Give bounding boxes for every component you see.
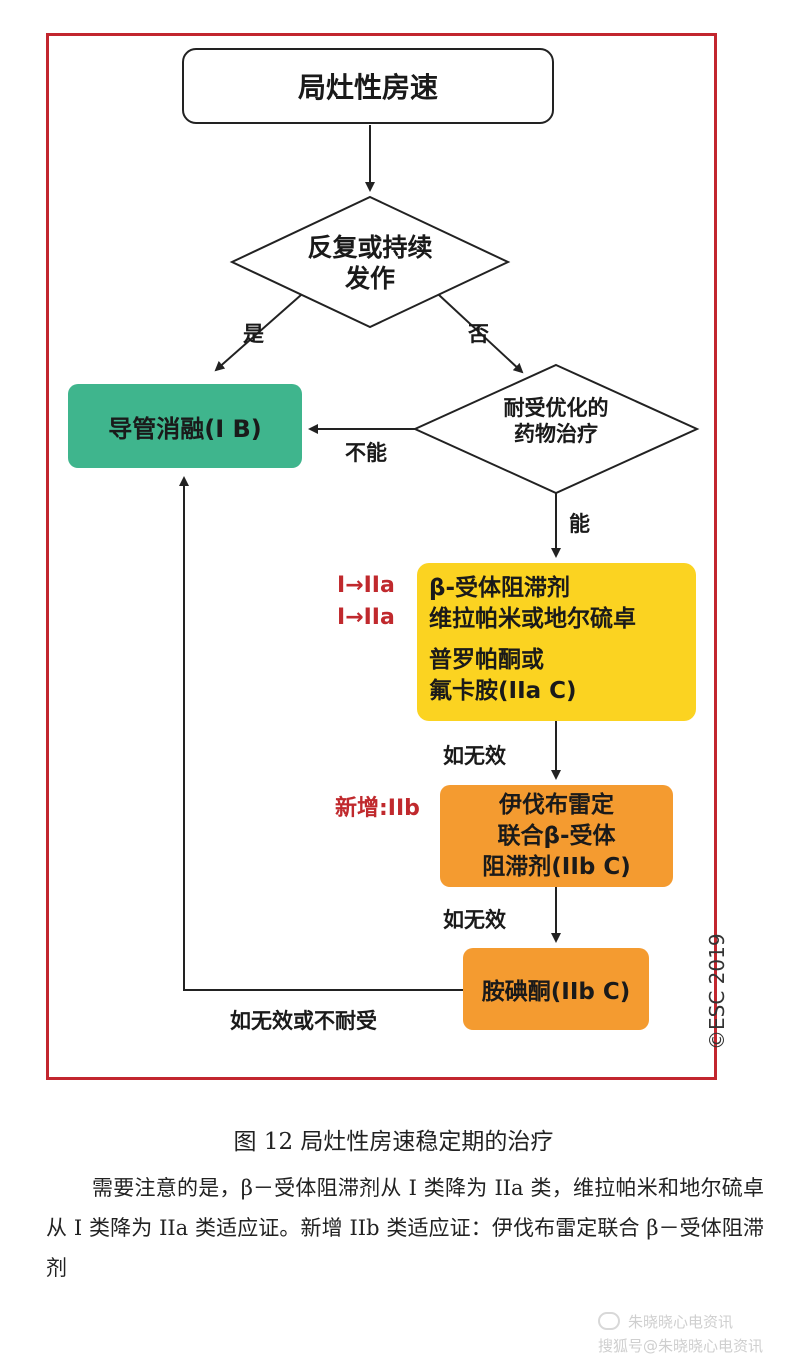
drug-line-beta-blocker: β-受体阻滞剂 — [429, 575, 571, 601]
figure-note: 需要注意的是，β－受体阻滞剂从 I 类降为 IIa 类，维拉帕米和地尔硫卓从 I… — [46, 1176, 764, 1280]
ivabradine-node: 伊伐布雷定 联合β-受体 阻滞剂(IIb C) — [440, 785, 673, 887]
label-if-ineffective-2: 如无效 — [443, 908, 506, 932]
label-can: 能 — [569, 512, 590, 536]
new-class-label: 新增:IIb — [335, 796, 420, 821]
arrow-no — [438, 294, 524, 374]
label-cannot: 不能 — [345, 441, 387, 465]
decision-diamond-1 — [229, 195, 511, 329]
wechat-icon — [598, 1312, 620, 1330]
figure-caption: 图 12 局灶性房速稳定期的治疗 — [233, 1129, 554, 1155]
flowchart-connectors — [179, 125, 700, 991]
class-change-label-2: I→IIa — [337, 605, 395, 630]
start-node: 局灶性房速 — [182, 48, 554, 124]
decision-text-2: 耐受优化的 药物治疗 — [466, 395, 646, 448]
label-ineffective-or-intolerant: 如无效或不耐受 — [230, 1009, 377, 1033]
ablation-node: 导管消融(I B) — [68, 384, 302, 468]
decision-text-1-line2: 发作 — [344, 264, 395, 294]
figure-frame — [46, 33, 717, 1080]
decision-text-2-line2: 药物治疗 — [514, 422, 598, 447]
drug-line-propafenone: 普罗帕酮或 — [429, 647, 544, 673]
drug-line-verapamil: 维拉帕米或地尔硫卓 — [429, 606, 636, 632]
class-change-label-1: I→IIa — [337, 573, 395, 598]
amiodarone-node: 胺碘酮(IIb C) — [463, 948, 649, 1030]
watermark: 朱晓晓心电资讯 搜狐号@朱晓晓心电资讯 — [598, 1310, 763, 1358]
decision-text-2-line1: 耐受优化的 — [503, 396, 609, 420]
ivabradine-line1: 伊伐布雷定 — [499, 791, 614, 818]
copyright-label: ©ESC 2019 — [705, 933, 729, 1050]
label-yes: 是 — [243, 322, 264, 346]
arrow-yes — [214, 294, 302, 372]
decision-text-1: 反复或持续 发作 — [280, 232, 460, 295]
label-if-ineffective-1: 如无效 — [443, 744, 506, 768]
decision-text-1-line1: 反复或持续 — [307, 233, 433, 262]
drug-line-flecainide: 氟卡胺(IIa C) — [429, 678, 577, 704]
watermark-line1: 朱晓晓心电资讯 — [628, 1313, 734, 1331]
ivabradine-line3: 阻滞剂(IIb C) — [482, 853, 631, 880]
watermark-line2: 搜狐号@朱晓晓心电资讯 — [598, 1337, 764, 1355]
arrow-back-to-ablation — [179, 476, 463, 991]
ivabradine-line2: 联合β-受体 — [497, 822, 616, 849]
drug-therapy-node: β-受体阻滞剂 维拉帕米或地尔硫卓 普罗帕酮或 氟卡胺(IIa C) — [417, 563, 696, 721]
label-no: 否 — [468, 322, 489, 346]
